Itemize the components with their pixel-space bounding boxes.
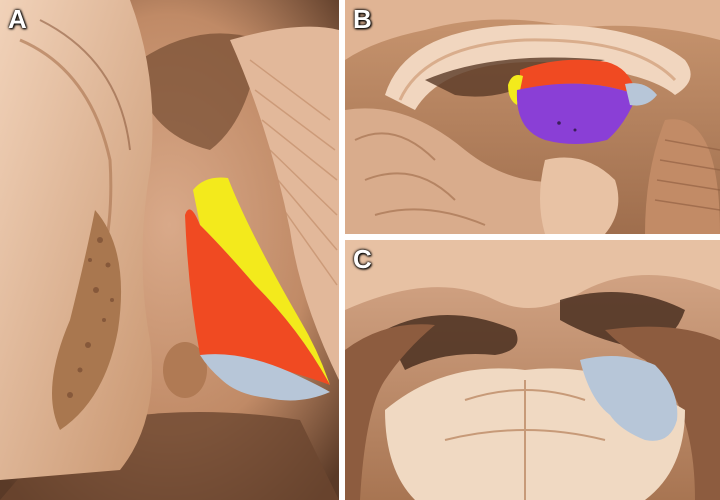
panel-a: A: [0, 0, 339, 500]
panel-c-image: [345, 240, 720, 500]
panel-c-letter: C: [353, 244, 372, 274]
panel-c: C: [345, 240, 720, 500]
panel-a-image: [0, 0, 339, 500]
panel-b: B: [345, 0, 720, 234]
panel-b-image: [345, 0, 720, 234]
panel-a-letter: A: [8, 4, 27, 34]
panel-b-letter: B: [353, 4, 372, 34]
